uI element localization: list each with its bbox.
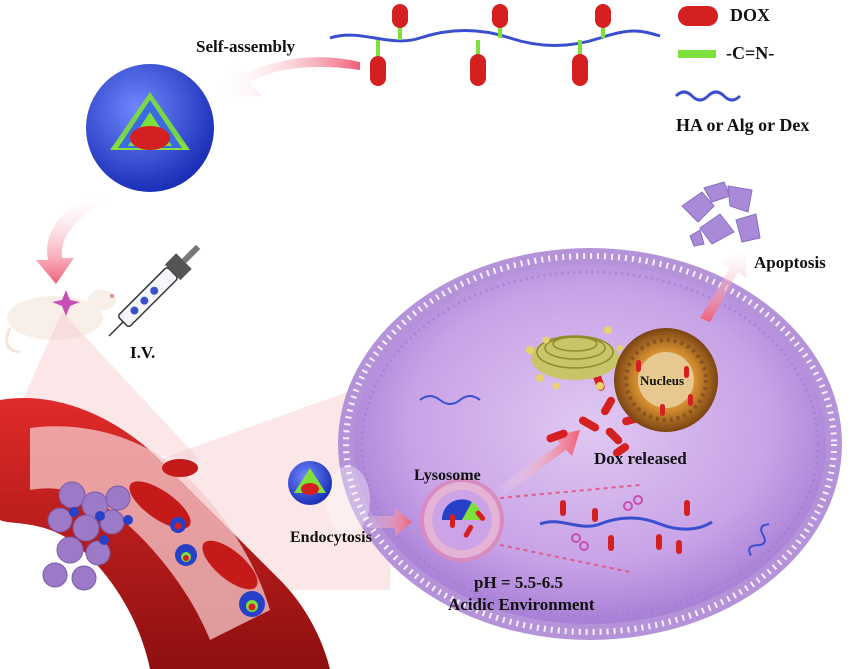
self-assembly-label: Self-assembly (196, 37, 296, 56)
apoptosis-label: Apoptosis (754, 253, 826, 272)
endocytosis-arrow (360, 508, 412, 536)
nanoparticle-entering (288, 461, 332, 505)
legend-linker-label: -C=N- (726, 43, 775, 63)
dox-pendant-down-2 (470, 40, 486, 86)
syringe-icon (108, 244, 201, 337)
blood-vessel (0, 398, 330, 669)
legend-polymer-label: HA or Alg or Dex (676, 115, 810, 135)
injection-arrow (36, 190, 110, 284)
cleaved-polymer (539, 495, 713, 554)
ph-label: pH = 5.5-6.5 (474, 573, 564, 592)
endocytosis-pocket (326, 466, 370, 534)
dox-pendant-down-1 (370, 40, 386, 86)
self-assembly-arrow (215, 57, 360, 98)
tumor-cluster (42, 481, 131, 591)
free-polymer-1 (419, 395, 481, 405)
cell (338, 248, 842, 640)
release-arrow (494, 430, 580, 498)
free-polymer-2 (748, 523, 770, 557)
nucleus-label: Nucleus (640, 373, 685, 388)
dox-pendant-up-3 (595, 4, 611, 38)
endocytosis-label: Endocytosis (290, 529, 372, 546)
mouse (5, 290, 116, 354)
tumor-star-icon (52, 290, 80, 316)
legend (674, 6, 742, 102)
zoom-line-bottom (499, 544, 631, 573)
polymer-conjugate (329, 4, 661, 86)
legend-dox-icon (678, 6, 718, 26)
legend-dox-label: DOX (730, 5, 770, 25)
dox-released-label: Dox released (594, 449, 687, 468)
dox-pendant-up-2 (492, 4, 508, 38)
iv-label: I.V. (130, 343, 156, 362)
tumor-nanoparticles (69, 507, 133, 545)
golgi-apparatus (526, 326, 623, 390)
dox-pendant-up-1 (392, 4, 408, 40)
acidic-environment-label: Acidic Environment (448, 595, 595, 614)
legend-polymer-icon (674, 90, 742, 102)
scissors-icon (571, 495, 643, 551)
nanoparticle-large (86, 64, 214, 192)
lysosome-label: Lysosome (414, 467, 481, 484)
nucleus (614, 328, 718, 432)
lysosome (420, 478, 504, 562)
apoptosis-arrow (700, 244, 748, 322)
apoptotic-fragments (681, 181, 761, 247)
legend-linker-icon (678, 50, 716, 58)
dox-pendant-down-3 (572, 40, 588, 86)
